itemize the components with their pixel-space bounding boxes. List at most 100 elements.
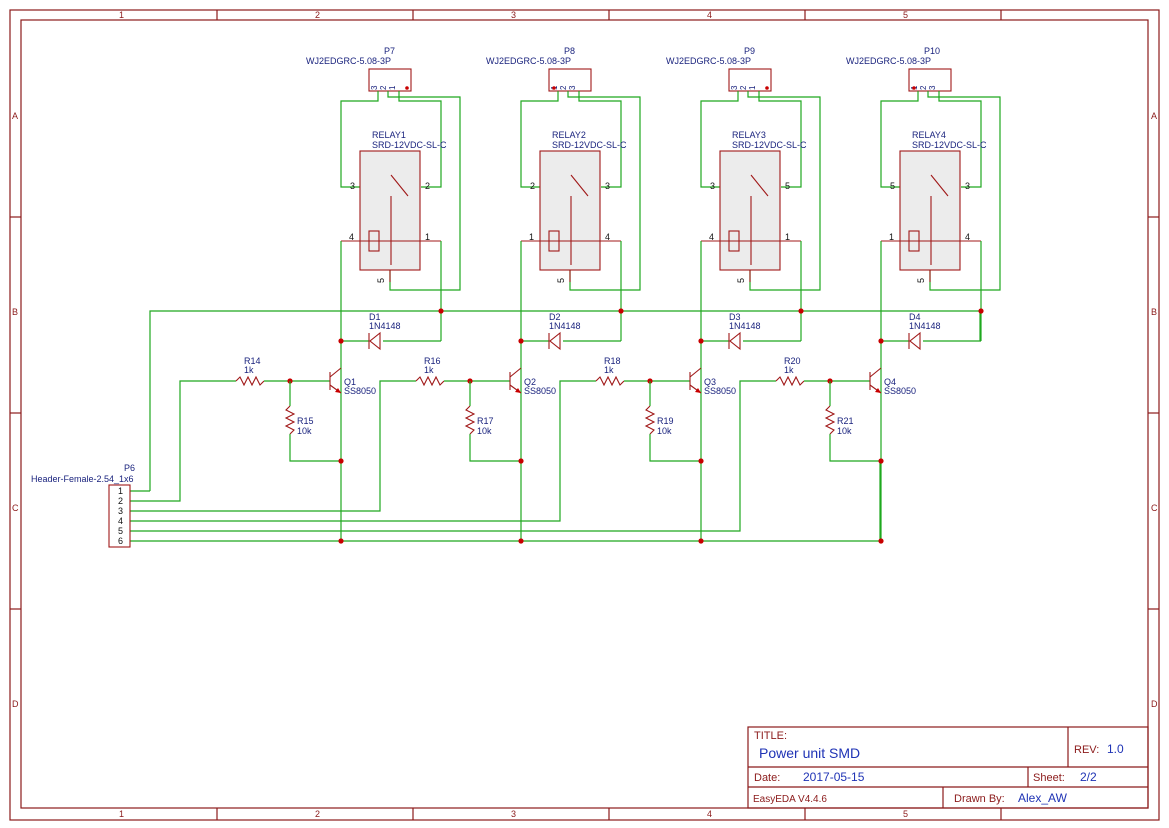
transistor-collector-lead [869,367,882,378]
connector-value: WJ2EDGRC-5.08-3P [846,56,931,66]
sheet-value: 2/2 [1080,770,1097,784]
header-value: Header-Female-2.54_1x6 [31,474,134,484]
diode-value: 1N4148 [369,321,401,331]
rev-label: REV: [1074,744,1099,756]
global-wires [130,310,981,542]
zone-column-label: 4 [707,809,712,819]
zone-column-label: 1 [119,809,124,819]
rev-value: 1.0 [1107,742,1124,756]
transistor-ref: Q4 [884,377,896,387]
sheet-label: Sheet: [1033,772,1065,784]
zone-row-label: B [12,307,18,317]
resistor-value: 1k [784,365,794,375]
channel-2: P8WJ2EDGRC-5.08-3P123RELAY2SRD-12VDC-SL-… [415,46,641,544]
relay-value: SRD-12VDC-SL-C [912,140,987,150]
date-value: 2017-05-15 [803,770,865,784]
zone-column-label: 1 [119,10,124,20]
relay-pin-number: 1 [889,232,894,242]
diode-ref: D1 [369,312,381,322]
zone-column-label: 3 [511,809,516,819]
connector-ref: P7 [384,46,395,56]
relay-pin-number: 5 [890,181,895,191]
wire-com-right [758,91,802,188]
junction-emitter [878,458,884,464]
resistor-value: 1k [424,365,434,375]
relay-contact-arm [570,174,589,197]
relay-pin-number: 4 [709,232,714,242]
relay-pin-number: 3 [965,181,970,191]
connector-pin-number: 2 [559,85,568,90]
transistor-value: SS8050 [524,386,556,396]
connector-pin-number: 3 [568,85,577,90]
junction-emitter [518,458,524,464]
transistor-collector-lead [689,367,702,378]
connector-pin1-dot [405,86,409,90]
header-pin-number: 2 [118,496,123,506]
title-block: TITLE: Power unit SMD REV: 1.0 Date: 201… [747,726,1149,809]
resistor-body [464,405,476,435]
junction-vcc [438,308,444,314]
diode-value: 1N4148 [549,321,581,331]
resistor-ref: R16 [424,356,441,366]
junction-collector [518,338,524,344]
wire-com-left [880,91,919,188]
sheet-frame [9,9,1160,821]
zone-column-label: 2 [315,809,320,819]
resistor-value: 1k [244,365,254,375]
zone-row-label: C [12,503,19,513]
junction-collector [878,338,884,344]
diode-value: 1N4148 [909,321,941,331]
software-label: EasyEDA V4.4.6 [753,794,827,805]
zone-row-label: D [1151,699,1158,709]
wire-pulldown-bottom [829,434,881,462]
junction-ground [338,538,344,544]
resistor-ref: R19 [657,416,674,426]
diode-ref: D2 [549,312,561,322]
resistor-body [415,375,445,387]
header-pin-number: 4 [118,516,123,526]
relay-body [359,150,421,271]
resistor-value: 1k [604,365,614,375]
relay-pin-number: 2 [530,181,535,191]
connector-pin-number: 2 [379,85,388,90]
resistor-ref: R14 [244,356,261,366]
header-pin-number: 5 [118,526,123,536]
zone-row-label: A [1151,111,1157,121]
zone-row-label: C [1151,503,1158,513]
connector-pin-number: 2 [739,85,748,90]
resistor-value: 10k [837,426,852,436]
junction-vcc [798,308,804,314]
relay-ref: RELAY4 [912,130,946,140]
resistor-ref: R21 [837,416,854,426]
relay-pin-number: 4 [965,232,970,242]
relay-pin-number: 5 [736,278,746,283]
zone-row-label: B [1151,307,1157,317]
relay-body [899,150,961,271]
diode-body [909,331,921,351]
wire-com-right [398,91,442,188]
junction-ground [878,538,884,544]
connector-pin-number: 3 [370,85,379,90]
resistor-ref: R18 [604,356,621,366]
zone-column-label: 5 [903,809,908,819]
header-ref: P6 [124,463,135,473]
connector-pin-number: 1 [388,85,397,90]
connector-pin-number: 1 [748,85,757,90]
resistor-body [824,405,836,435]
diode-value: 1N4148 [729,321,761,331]
relay-pin-number: 5 [556,278,566,283]
relay-body [539,150,601,271]
zone-column-label: 2 [315,10,320,20]
junction-ground [518,538,524,544]
junction-ground [698,538,704,544]
relay-value: SRD-12VDC-SL-C [552,140,627,150]
resistor-value: 10k [657,426,672,436]
title-value: Power unit SMD [759,745,860,761]
resistor-ref: R20 [784,356,801,366]
wire-pulldown-bottom [649,434,701,462]
connector-pin1-dot [552,86,556,90]
wire-relay-pin5 [927,91,1001,291]
